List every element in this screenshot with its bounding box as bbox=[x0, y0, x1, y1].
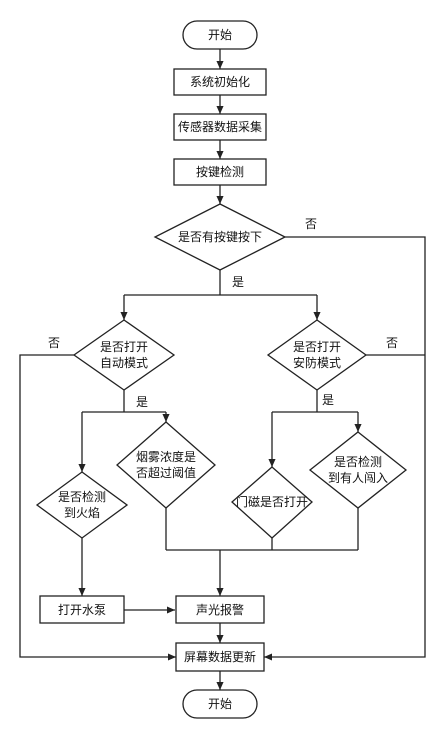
node-screen-label: 屏幕数据更新 bbox=[184, 649, 256, 664]
node-keyscan: 按键检测 bbox=[173, 158, 267, 186]
edge-label-no-security: 否 bbox=[386, 336, 398, 350]
edge-label-no-auto: 否 bbox=[48, 336, 60, 350]
node-intruder-label-1: 是否检测 bbox=[334, 454, 382, 469]
node-start-label: 开始 bbox=[208, 28, 232, 42]
node-screen: 屏幕数据更新 bbox=[175, 642, 265, 672]
edge-label-yes-security: 是 bbox=[322, 393, 334, 407]
node-door-label: 门磁是否打开 bbox=[236, 494, 308, 509]
edge-no-key-to-screen bbox=[264, 236, 426, 661]
node-smoke-decision: 烟雾浓度是 否超过阈值 bbox=[116, 421, 216, 509]
node-pump-label: 打开水泵 bbox=[58, 603, 106, 617]
node-auto-label-1: 是否打开 bbox=[100, 340, 148, 354]
node-smoke-label-2: 否超过阈值 bbox=[136, 465, 196, 480]
node-collect: 传感器数据采集 bbox=[173, 113, 267, 141]
edge-label-yes-auto: 是 bbox=[136, 395, 148, 409]
node-intruder-decision: 是否检测 到有人闯入 bbox=[308, 431, 408, 509]
node-door-decision: 门磁是否打开 bbox=[231, 466, 313, 539]
node-security-decision: 是否打开 安防模式 bbox=[266, 319, 368, 391]
edge-label-yes-key: 是 bbox=[232, 275, 244, 289]
node-auto-label-2: 自动模式 bbox=[100, 356, 148, 370]
node-security-label-1: 是否打开 bbox=[293, 340, 341, 354]
node-start: 开始 bbox=[182, 20, 258, 50]
node-key-decision: 是否有按键按下 bbox=[153, 203, 287, 271]
edge-auto-no-to-screen bbox=[19, 354, 176, 661]
node-pump: 打开水泵 bbox=[39, 595, 125, 624]
node-init-label: 系统初始化 bbox=[190, 75, 250, 89]
node-fire-label-2: 到火焰 bbox=[64, 505, 100, 520]
node-keyscan-label: 按键检测 bbox=[196, 164, 244, 179]
node-fire-label-1: 是否检测 bbox=[58, 489, 106, 504]
edge-label-no-key: 否 bbox=[305, 217, 317, 231]
node-end-label: 开始 bbox=[208, 697, 232, 711]
node-auto-decision: 是否打开 自动模式 bbox=[72, 319, 176, 391]
node-alarm: 声光报警 bbox=[175, 595, 265, 624]
edges bbox=[19, 49, 426, 690]
node-fire-decision: 是否检测 到火焰 bbox=[35, 471, 129, 539]
node-intruder-label-2: 到有人闯入 bbox=[328, 470, 388, 485]
node-security-label-2: 安防模式 bbox=[293, 355, 341, 370]
node-init: 系统初始化 bbox=[173, 68, 267, 96]
node-collect-label: 传感器数据采集 bbox=[178, 119, 262, 134]
node-key-decision-label: 是否有按键按下 bbox=[178, 230, 262, 244]
node-alarm-label: 声光报警 bbox=[196, 602, 244, 617]
node-smoke-label-1: 烟雾浓度是 bbox=[136, 449, 196, 464]
node-end: 开始 bbox=[182, 689, 258, 719]
